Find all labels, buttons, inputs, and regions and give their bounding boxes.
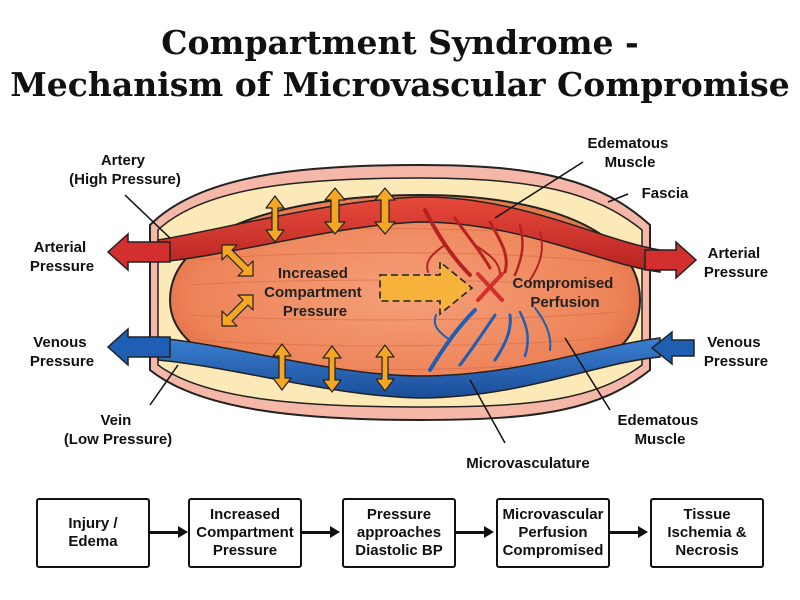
venous-pressure-arrow-right bbox=[650, 330, 695, 366]
pressure-arrow bbox=[221, 294, 254, 327]
pressure-arrow bbox=[374, 187, 396, 235]
pressure-arrow bbox=[324, 187, 346, 235]
arterial-pressure-left-label: Arterial Pressure bbox=[30, 239, 94, 275]
outward-pressure-arrows bbox=[221, 187, 396, 393]
flow-arrow bbox=[302, 526, 340, 538]
flow-step-ischemia: Tissue Ischemia & Necrosis bbox=[650, 498, 764, 568]
arterial-pressure-arrow-left bbox=[106, 232, 171, 272]
venous-pressure-arrow-left bbox=[106, 327, 171, 367]
flow-step-increased-pressure: Increased Compartment Pressure bbox=[188, 498, 302, 568]
pressure-arrow bbox=[221, 244, 254, 277]
title-line-1: Compartment Syndrome - bbox=[161, 23, 639, 62]
flow-arrow bbox=[150, 526, 188, 538]
flow-step-pressure-diastolic: Pressure approaches Diastolic BP bbox=[342, 498, 456, 568]
arterial-pressure-right-label: Arterial Pressure bbox=[704, 245, 768, 281]
flow-arrow bbox=[610, 526, 648, 538]
flow-step-perfusion-compromised: Microvascular Perfusion Compromised bbox=[496, 498, 610, 568]
microvasculature-label: Microvasculature bbox=[466, 455, 589, 472]
compression-arrow bbox=[379, 260, 474, 316]
increased-pressure-label: Increased Compartment Pressure bbox=[264, 265, 366, 320]
page-title: Compartment Syndrome - Mechanism of Micr… bbox=[0, 22, 800, 106]
pressure-arrow bbox=[272, 343, 292, 391]
leader-lines bbox=[124, 161, 629, 444]
edematous-muscle-bottom-label: Edematous Muscle bbox=[617, 412, 702, 448]
microvasculature-branches bbox=[423, 208, 552, 372]
artery-label: Artery (High Pressure) bbox=[69, 152, 181, 188]
pressure-arrow bbox=[322, 345, 342, 393]
pressure-arrow bbox=[375, 344, 395, 392]
flow-step-injury: Injury / Edema bbox=[36, 498, 150, 568]
title-line-2: Mechanism of Microvascular Compromise bbox=[10, 65, 790, 104]
arterial-pressure-arrow-right bbox=[644, 240, 698, 280]
blocked-x-icon bbox=[476, 272, 504, 302]
venous-pressure-left-label: Venous Pressure bbox=[30, 334, 94, 370]
flow-arrow bbox=[456, 526, 494, 538]
compromised-perfusion-label: Compromised Perfusion bbox=[512, 275, 617, 311]
fascia-label: Fascia bbox=[642, 185, 689, 202]
edematous-muscle-top-label: Edematous Muscle bbox=[587, 135, 672, 171]
vein-label: Vein (Low Pressure) bbox=[64, 412, 172, 448]
venous-pressure-right-label: Venous Pressure bbox=[704, 334, 768, 370]
pressure-arrow bbox=[265, 195, 285, 243]
